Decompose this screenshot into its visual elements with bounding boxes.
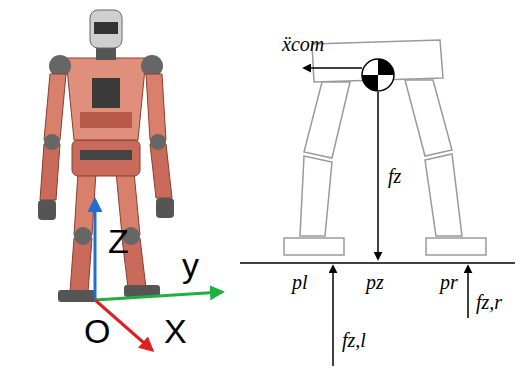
symbol-label: pr: [440, 272, 458, 292]
force-arrows: [304, 68, 468, 366]
symbol-label: fz,r: [476, 292, 502, 312]
biped-schematic: [284, 40, 486, 255]
com-symbol: [362, 59, 394, 91]
symbol-label: fz: [388, 166, 401, 186]
axis-label: y: [182, 248, 199, 282]
symbol-label: fz,l: [342, 330, 366, 350]
ground-line: [240, 262, 515, 264]
symbol-label: pz: [366, 272, 384, 292]
axis-label: O: [84, 314, 110, 348]
axis-label: X: [164, 314, 187, 348]
robot-illustration: [38, 10, 174, 302]
symbol-label: pl: [292, 272, 308, 292]
symbol-label: ẍcom: [282, 34, 324, 54]
coordinate-axes: [95, 200, 222, 350]
axis-label: Z: [108, 224, 129, 258]
